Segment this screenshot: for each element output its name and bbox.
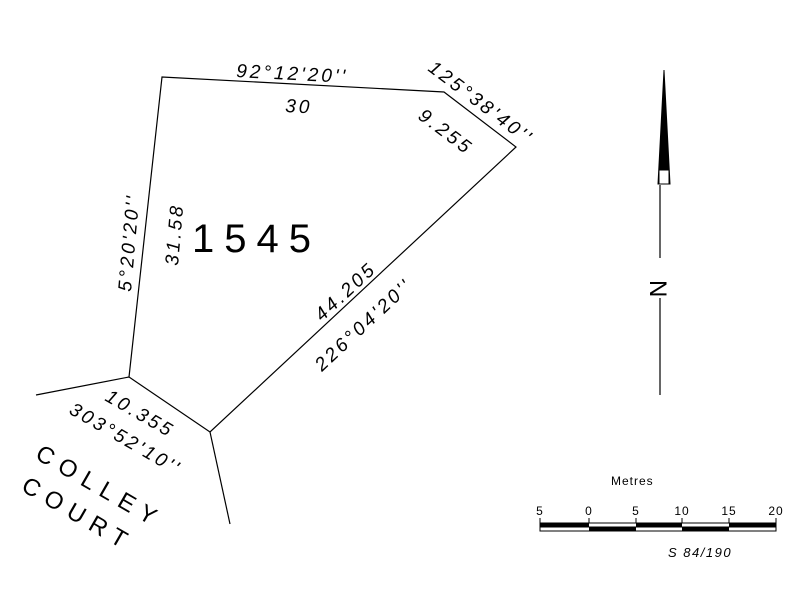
west-distance: 31.58 bbox=[162, 202, 188, 266]
scale-tick-label: 20 bbox=[768, 504, 783, 518]
scale-tick-label: 5 bbox=[536, 504, 544, 518]
lot-boundary bbox=[128, 76, 517, 433]
scale-segment-3 bbox=[636, 523, 682, 527]
scale-segment-4 bbox=[682, 527, 729, 531]
scale-segment-2 bbox=[589, 527, 636, 531]
scale-segment-1 bbox=[540, 523, 589, 527]
road-boundary-west bbox=[35, 376, 130, 396]
scale-segment-5 bbox=[729, 523, 776, 527]
top-bearing: 92°12'20'' bbox=[236, 61, 349, 88]
scale-tick-label: 0 bbox=[585, 504, 593, 518]
scale-tick-label: 10 bbox=[674, 504, 689, 518]
southeast-bearing: 226°04'20'' bbox=[310, 275, 417, 377]
north-arrow: N bbox=[644, 69, 671, 395]
road-boundary-south bbox=[209, 431, 231, 525]
northeast-distance: 9.255 bbox=[414, 105, 477, 159]
scale-tick-label: 15 bbox=[721, 504, 736, 518]
lot-number: 1545 bbox=[192, 217, 321, 261]
scale-unit: Metres bbox=[611, 474, 654, 488]
scale-bar: Metres 5 0 5 10 15 20 S 84/190 bbox=[536, 474, 783, 560]
scale-tick-label: 5 bbox=[632, 504, 640, 518]
plan-reference: S 84/190 bbox=[668, 545, 732, 560]
top-distance: 30 bbox=[285, 96, 313, 118]
north-arrow-head-icon bbox=[657, 69, 671, 185]
north-arrow-base-marker bbox=[658, 169, 670, 185]
north-label: N bbox=[644, 280, 671, 297]
